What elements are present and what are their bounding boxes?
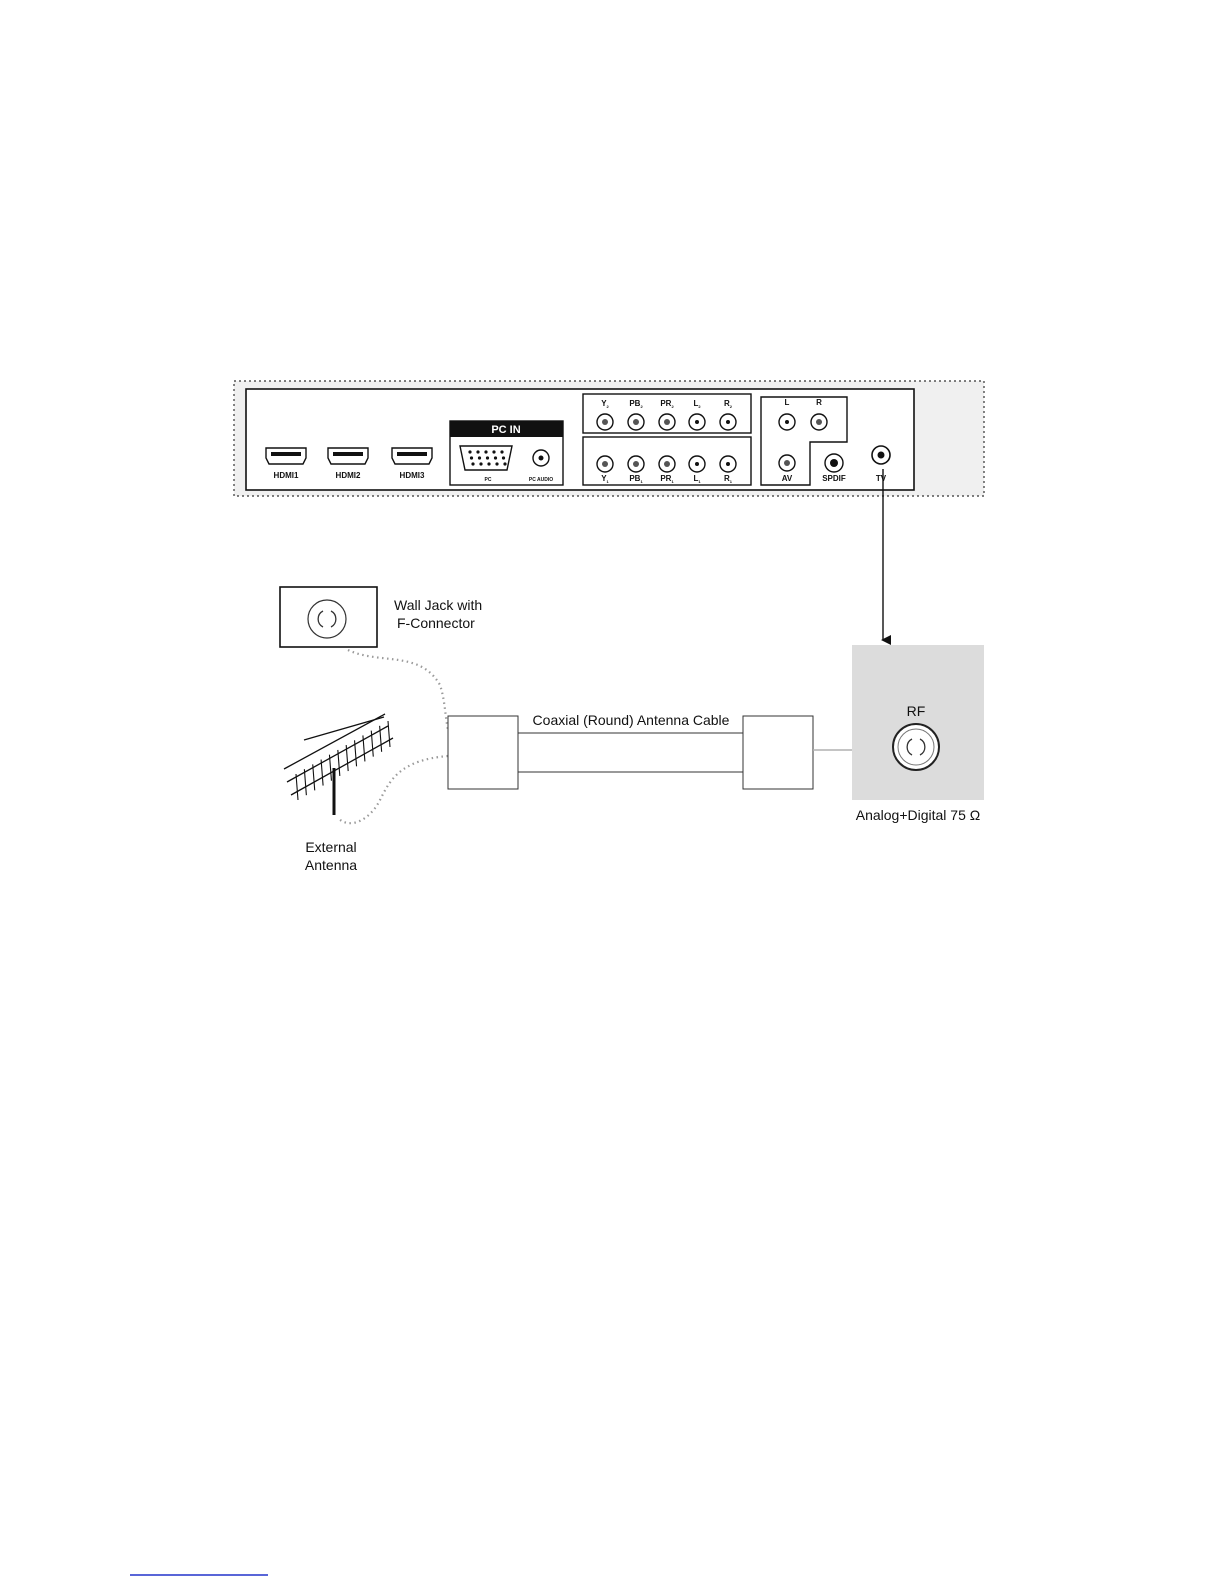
component2-jack-1 <box>597 414 613 430</box>
av-video-jack <box>779 455 795 471</box>
component2-jack-4 <box>689 414 705 430</box>
av-l-jack <box>779 414 795 430</box>
component1-jack-2 <box>628 456 644 472</box>
av-label: AV <box>782 474 793 483</box>
pc-label: PC <box>485 477 492 483</box>
hdmi3-label: HDMI3 <box>400 471 425 480</box>
pc-in-block: PC IN PC PC AUDIO <box>450 421 563 485</box>
wall-jack-label-1: Wall Jack with <box>394 597 482 613</box>
av-r-label: R <box>816 398 822 407</box>
rf-input-panel: RF Analog+Digital 75 Ω <box>852 645 984 823</box>
antenna-label-2: Antenna <box>305 857 357 873</box>
av-l-label: L <box>785 398 790 407</box>
external-antenna-icon: External Antenna <box>284 714 393 873</box>
component2-jack-5 <box>720 414 736 430</box>
component2-jack-3 <box>659 414 675 430</box>
f-connector-icon <box>308 600 346 638</box>
hdmi1-label: HDMI1 <box>274 471 299 480</box>
component1-jack-5 <box>720 456 736 472</box>
component1-jack-3 <box>659 456 675 472</box>
tv-jack <box>872 446 890 464</box>
pc-audio-label: PC AUDIO <box>529 477 553 483</box>
wall-jack-label-2: F-Connector <box>397 615 475 631</box>
wall-jack-wire <box>348 650 448 730</box>
hdmi2-label: HDMI2 <box>336 471 361 480</box>
component1-jack-4 <box>689 456 705 472</box>
pc-in-header: PC IN <box>491 424 520 436</box>
wall-jack: Wall Jack with F-Connector <box>280 587 482 647</box>
av-r-jack <box>811 414 827 430</box>
spdif-jack <box>825 454 843 472</box>
tv-label: TV <box>876 474 887 483</box>
component2-jack-2 <box>628 414 644 430</box>
antenna-rod <box>313 764 315 790</box>
antenna-label-1: External <box>305 839 356 855</box>
antenna-rod <box>388 721 390 747</box>
cable-label: Coaxial (Round) Antenna Cable <box>533 712 730 728</box>
antenna-rod <box>296 774 298 800</box>
rf-spec-label: Analog+Digital 75 Ω <box>856 807 981 823</box>
antenna-wire <box>338 756 448 823</box>
antenna-rod <box>304 769 306 795</box>
rf-label: RF <box>907 703 926 719</box>
component1-jack-1 <box>597 456 613 472</box>
antenna-rod <box>321 760 323 786</box>
rf-connector-icon <box>893 724 939 770</box>
spdif-label: SPDIF <box>822 474 846 483</box>
coaxial-cable: Coaxial (Round) Antenna Cable <box>448 712 880 789</box>
